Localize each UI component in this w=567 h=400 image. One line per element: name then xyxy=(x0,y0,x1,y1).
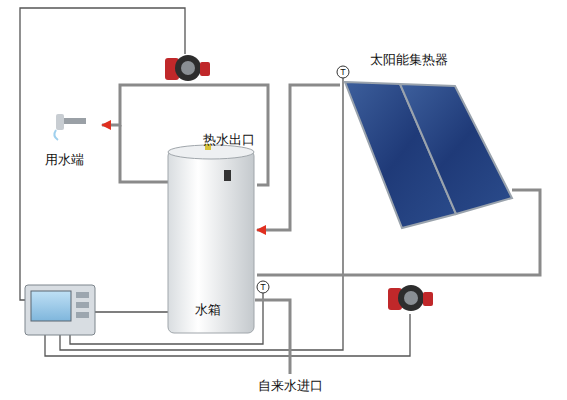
tank-valve xyxy=(205,144,211,150)
controller-button xyxy=(76,302,89,308)
pump-head xyxy=(398,285,424,311)
control-wires xyxy=(20,8,410,356)
wire xyxy=(95,311,170,312)
pump-motor xyxy=(200,62,210,76)
pump-dial xyxy=(181,61,195,75)
faucet-node: 用水端 xyxy=(28,108,102,170)
pipe-connector xyxy=(257,85,340,230)
collector-heading: 太阳能集热器 xyxy=(370,52,448,67)
pump-bottom xyxy=(388,285,433,311)
pump-motor xyxy=(423,292,433,306)
water-drops xyxy=(54,130,58,140)
tank-body xyxy=(168,150,254,333)
faucet xyxy=(54,114,86,140)
controller-button xyxy=(76,312,89,318)
inlet-label: 自来水进口 xyxy=(258,378,323,393)
controller-screen xyxy=(31,291,71,321)
solar-collector xyxy=(345,82,512,228)
collector-panel xyxy=(400,84,512,214)
collector-node: 太阳能集热器 xyxy=(340,52,525,235)
pump-head xyxy=(175,55,201,81)
inlet-pipe xyxy=(255,300,290,374)
tank-label: 水箱 xyxy=(195,302,221,317)
sensor-label: T xyxy=(340,67,346,78)
sensor-ring xyxy=(257,281,269,293)
outlet-label: 用水端 xyxy=(28,152,100,167)
water-tank xyxy=(168,144,254,333)
pump-top xyxy=(165,55,210,81)
wire xyxy=(60,78,343,350)
pipe-stub xyxy=(512,189,525,192)
faucet-body xyxy=(56,114,64,130)
sensor-label: T xyxy=(260,282,266,293)
sensor-ring xyxy=(337,66,349,78)
return-pipe xyxy=(120,125,170,182)
pump-dial xyxy=(404,291,418,305)
wire xyxy=(20,8,185,300)
controller-case xyxy=(25,285,95,335)
outlet-label: 热水出口 xyxy=(203,132,255,147)
controller-button xyxy=(76,292,89,298)
pipe-connector xyxy=(102,85,268,185)
tank-node: 热水出口水箱 xyxy=(165,132,257,337)
tank-top xyxy=(168,145,254,159)
faucet-spout xyxy=(62,118,86,124)
pipe-connector xyxy=(257,190,540,275)
tank-badge xyxy=(224,170,231,181)
controller xyxy=(25,285,95,335)
